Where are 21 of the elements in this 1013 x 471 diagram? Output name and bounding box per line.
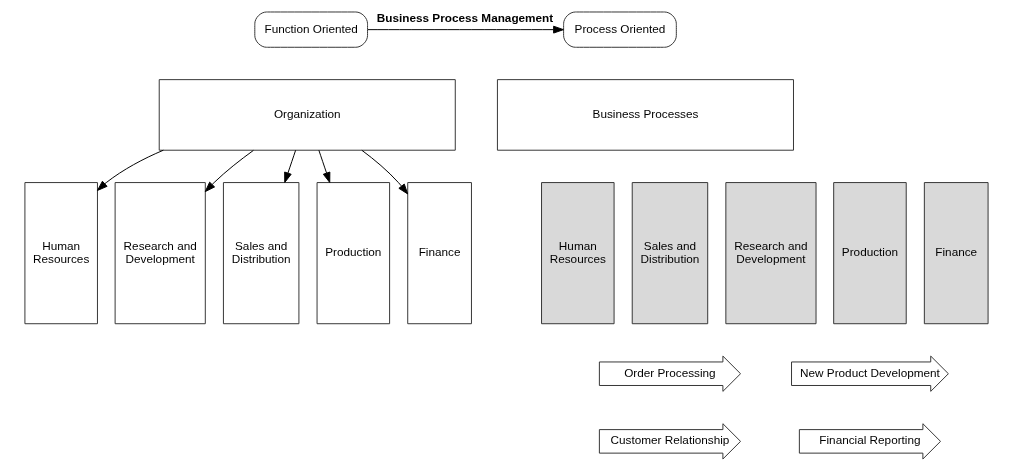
node-box: Sales and Distribution [222, 182, 300, 325]
node-box: Business Processes [496, 79, 794, 151]
arrow [284, 149, 297, 183]
edge-label: Business Process Management [376, 11, 554, 25]
node-box: Function Oriented [254, 11, 369, 48]
node-box: Production [833, 182, 907, 325]
arrow [97, 149, 164, 191]
node-box: Research and Development [114, 182, 206, 325]
node-box: Production [316, 182, 391, 325]
node-box: Finance [923, 182, 989, 325]
arrow [204, 149, 254, 193]
node-box: Sales and Distribution [631, 182, 709, 325]
arrow [361, 149, 409, 195]
arrow [367, 25, 564, 34]
node-box: Process Oriented [563, 11, 677, 48]
node-box: Finance [407, 182, 472, 325]
node-box: Human Resources [541, 182, 615, 325]
node-box: Organization [158, 79, 456, 151]
arrow [318, 149, 331, 183]
node-box: Human Resources [24, 182, 98, 325]
node-box: Research and Development [725, 182, 817, 325]
